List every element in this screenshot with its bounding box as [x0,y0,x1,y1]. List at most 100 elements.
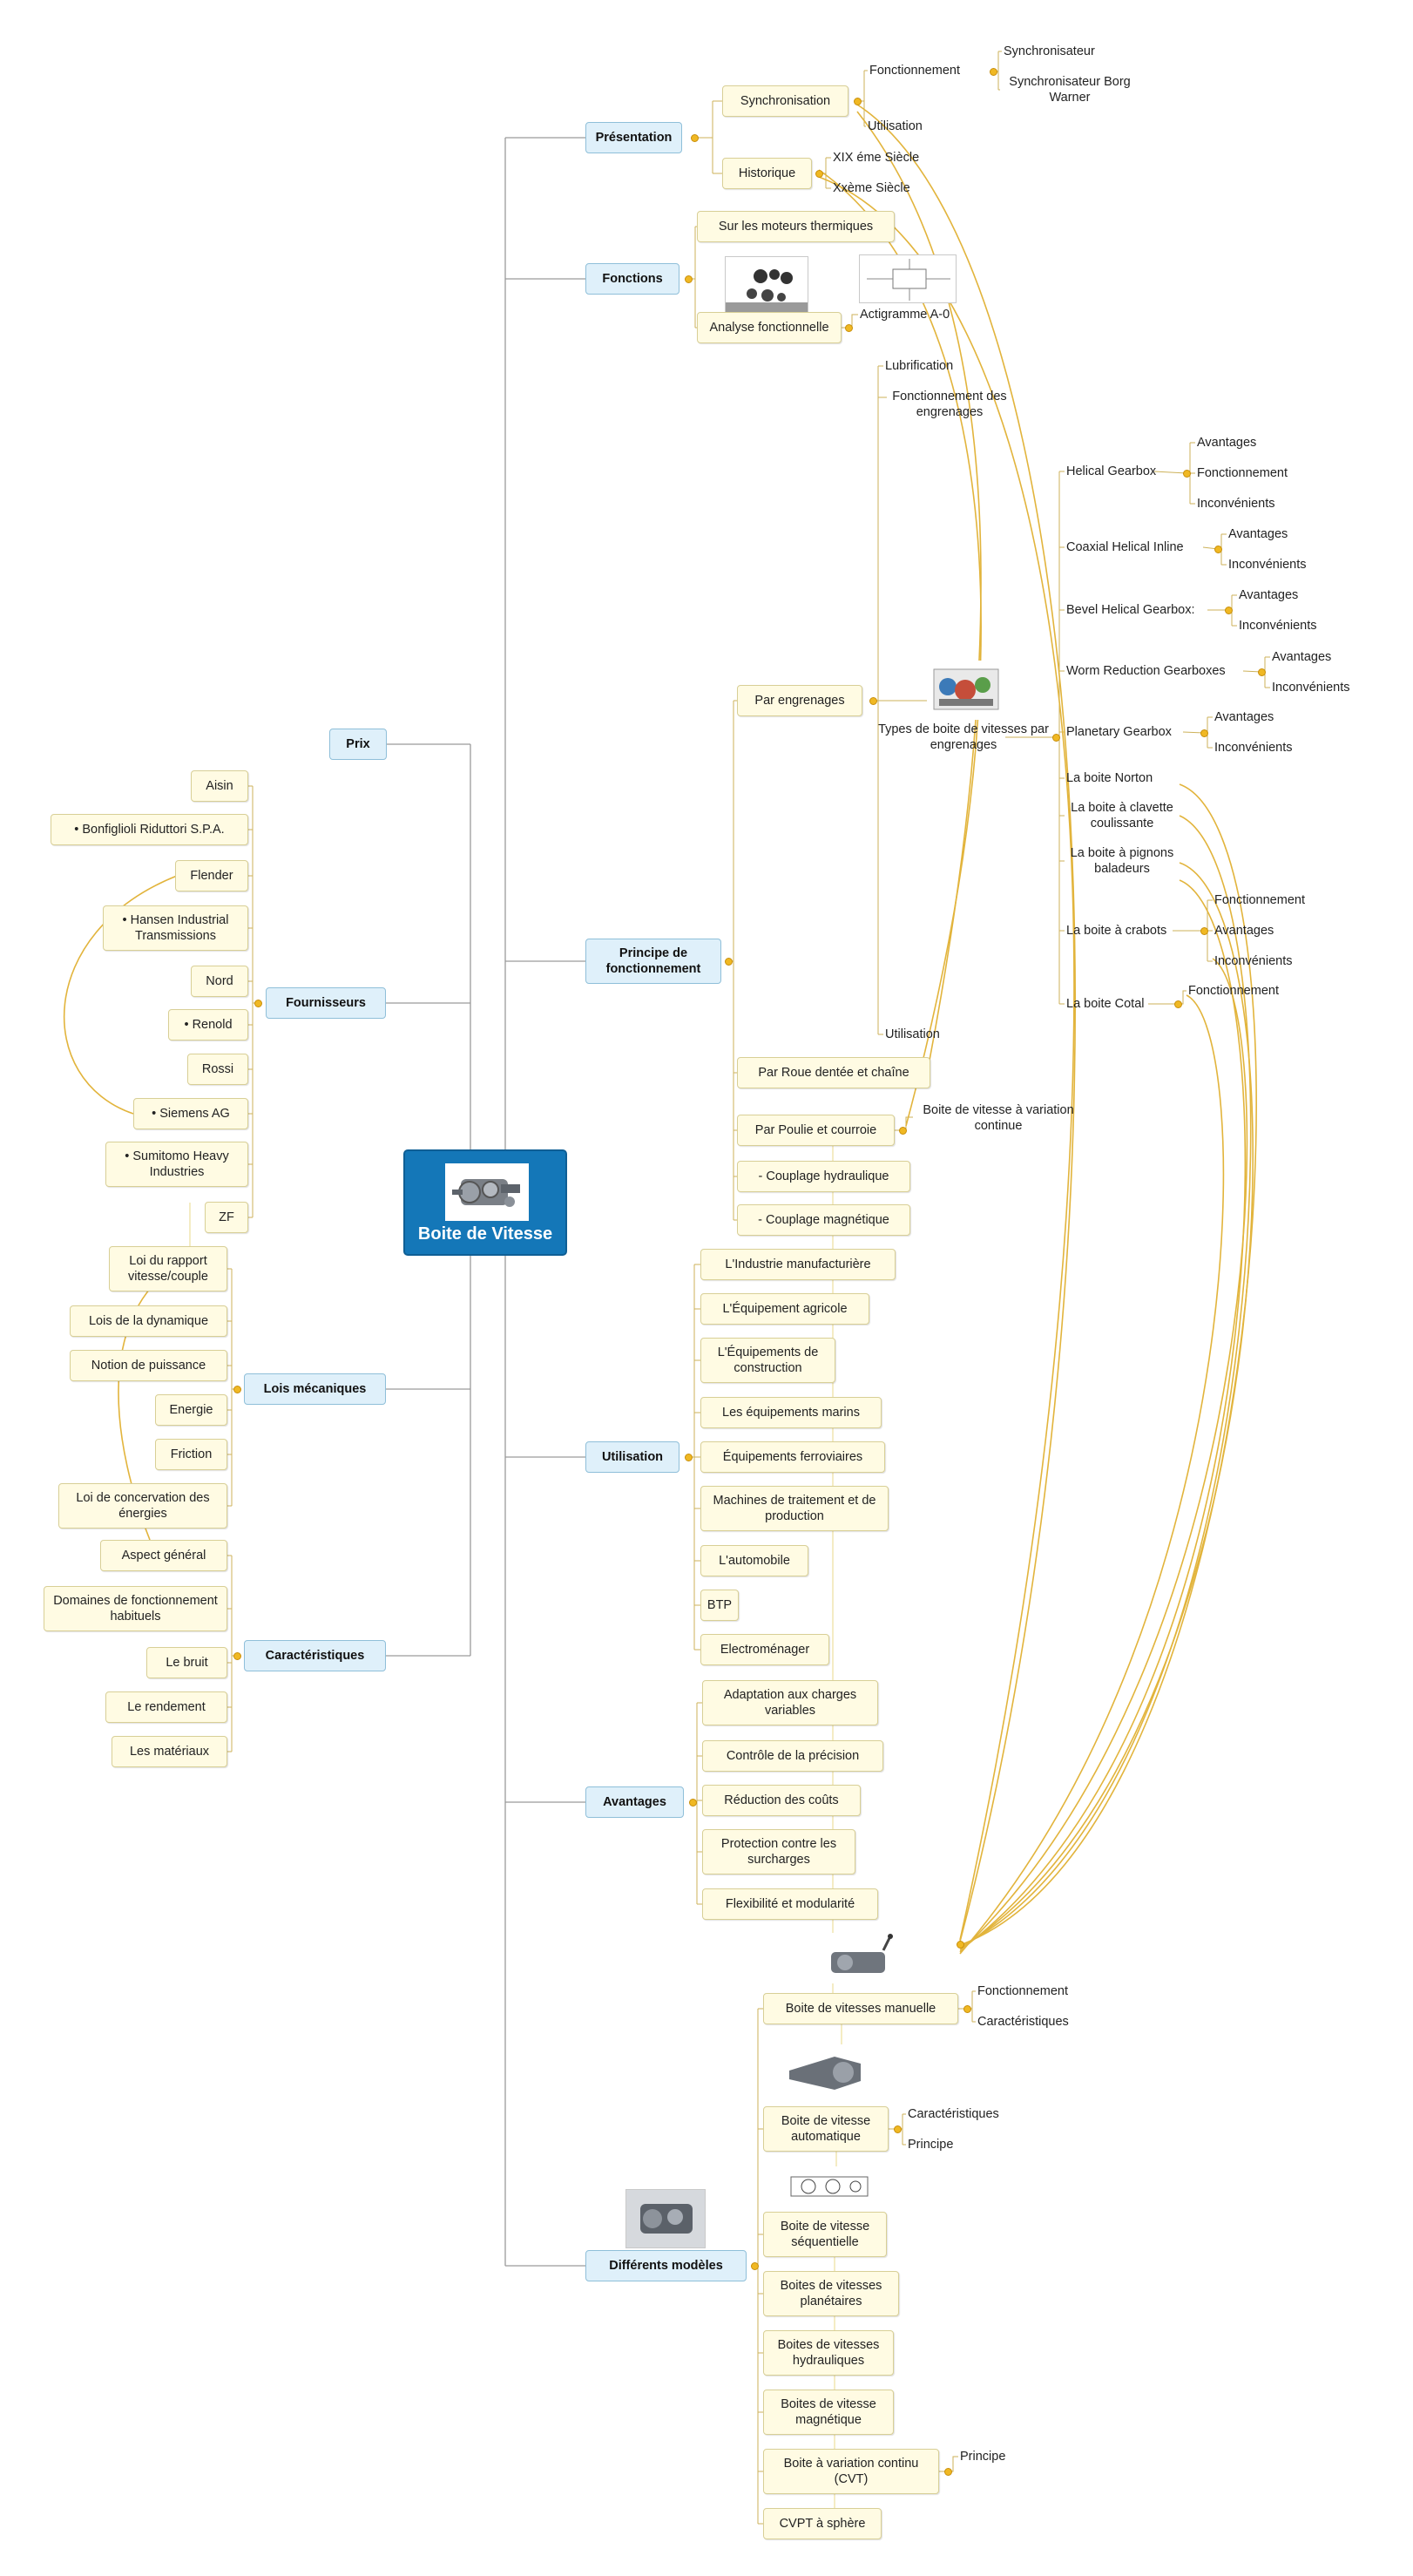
util-industrie[interactable]: L'Industrie manufacturière [700,1249,896,1280]
type-clavette[interactable]: La boite à clavette coulissante [1071,800,1173,830]
notion-puissance[interactable]: Notion de puissance [70,1350,227,1381]
expand-dot[interactable] [1200,729,1208,737]
fournisseur-nord[interactable]: Nord [191,966,248,997]
couplage-hydraulique-node[interactable]: - Couplage hydraulique [737,1161,910,1192]
expand-dot[interactable] [254,999,262,1007]
branch-modeles[interactable]: Différents modèles [585,2250,747,2281]
expand-dot[interactable] [724,957,733,966]
type-worm[interactable]: Worm Reduction Gearboxes [1066,663,1226,678]
type-helical-inconvenients[interactable]: Inconvénients [1197,496,1275,511]
avantage-surcharges[interactable]: Protection contre les surcharges [702,1829,855,1874]
fournisseur-sumitomo[interactable]: • Sumitomo Heavy Industries [105,1142,248,1187]
type-pignons[interactable]: La boite à pignons baladeurs [1070,845,1174,876]
expand-dot[interactable] [989,67,997,76]
expand-dot[interactable] [688,1798,697,1807]
synchronisateur-label[interactable]: Synchronisateur [1004,44,1095,58]
type-bevel-inconvenients[interactable]: Inconvénients [1239,618,1317,633]
automatique-caracteristiques-label[interactable]: Caractéristiques [908,2106,999,2121]
loi-friction[interactable]: Friction [155,1439,227,1470]
fournisseur-renold[interactable]: • Renold [168,1009,248,1041]
fournisseur-zf[interactable]: ZF [205,1202,248,1233]
carac-domaines[interactable]: Domaines de fonctionnement habituels [44,1586,227,1631]
expand-dot[interactable] [898,1126,907,1135]
type-bevel-avantages[interactable]: Avantages [1239,587,1299,602]
branch-lois[interactable]: Lois mécaniques [244,1373,386,1405]
carac-bruit[interactable]: Le bruit [146,1647,227,1678]
avantage-couts[interactable]: Réduction des coûts [702,1785,861,1816]
analyse-fonctionnelle-node[interactable]: Analyse fonctionnelle [697,312,842,343]
expand-dot[interactable] [943,2467,952,2476]
util-marins[interactable]: Les équipements marins [700,1397,882,1428]
branch-fonctions[interactable]: Fonctions [585,263,679,295]
type-worm-avantages[interactable]: Avantages [1272,649,1332,664]
principe-utilisation-label[interactable]: Utilisation [885,1027,940,1041]
type-crabots-fonctionnement[interactable]: Fonctionnement [1214,892,1305,907]
xx-siecle-label[interactable]: Xxème Siècle [833,180,910,195]
type-cotal[interactable]: La boite Cotal [1066,996,1145,1011]
type-coaxial-inconvenients[interactable]: Inconvénients [1228,557,1307,572]
poulie-courroie-node[interactable]: Par Poulie et courroie [737,1115,895,1146]
variation-continue-label[interactable]: Boite de vitesse à variation continue [923,1102,1074,1133]
fournisseur-bonfiglioli[interactable]: • Bonfiglioli Riduttori S.P.A. [51,814,248,845]
synchro-utilisation-label[interactable]: Utilisation [868,119,923,133]
fournisseur-flender[interactable]: Flender [175,860,248,891]
expand-dot[interactable] [893,2125,902,2133]
loi-energie[interactable]: Energie [155,1394,227,1426]
expand-dot[interactable] [963,2004,971,2013]
type-crabots-inconvenients[interactable]: Inconvénients [1214,953,1293,968]
modele-planetaires[interactable]: Boites de vitesses planétaires [763,2271,899,2316]
actigramme-label[interactable]: Actigramme A-0 [860,307,950,322]
expand-dot[interactable] [844,323,853,332]
expand-dot[interactable] [853,97,862,105]
par-engrenages-node[interactable]: Par engrenages [737,685,862,716]
branch-utilisation[interactable]: Utilisation [585,1441,679,1473]
fonctionnement-engrenages-label[interactable]: Fonctionnement des engrenages [892,389,1007,419]
expand-dot[interactable] [684,1453,693,1461]
loi-rapport[interactable]: Loi du rapport vitesse/couple [109,1246,227,1291]
modele-cvt[interactable]: Boite à variation continu (CVT) [763,2449,939,2494]
type-crabots[interactable]: La boite à crabots [1066,923,1167,938]
expand-dot[interactable] [233,1385,241,1393]
type-planetary[interactable]: Planetary Gearbox [1066,724,1172,739]
xix-siecle-label[interactable]: XIX éme Siècle [833,150,920,165]
type-helical[interactable]: Helical Gearbox [1066,464,1157,478]
branch-prix[interactable]: Prix [329,729,387,760]
branch-caracteristiques[interactable]: Caractéristiques [244,1640,386,1671]
expand-dot[interactable] [1200,926,1208,935]
type-planetary-avantages[interactable]: Avantages [1214,709,1274,724]
type-planetary-inconvenients[interactable]: Inconvénients [1214,740,1293,755]
expand-dot[interactable] [750,2261,759,2270]
modele-manuelle[interactable]: Boite de vitesses manuelle [763,1993,958,2024]
types-engrenages-node[interactable]: Types de boite de vitesses par engrenage… [878,722,1049,752]
type-coaxial-avantages[interactable]: Avantages [1228,526,1288,541]
lubrification-label[interactable]: Lubrification [885,358,954,373]
branch-avantages[interactable]: Avantages [585,1786,684,1818]
fournisseur-siemens[interactable]: • Siemens AG [133,1098,248,1129]
expand-dot[interactable] [869,696,877,705]
expand-dot[interactable] [1257,668,1266,676]
carac-aspect[interactable]: Aspect général [100,1540,227,1571]
avantage-adaptation[interactable]: Adaptation aux charges variables [702,1680,878,1725]
branch-fournisseurs[interactable]: Fournisseurs [266,987,386,1019]
modele-sequentielle[interactable]: Boite de vitesse séquentielle [763,2212,887,2257]
util-machines[interactable]: Machines de traitement et de production [700,1486,889,1531]
fournisseur-hansen[interactable]: • Hansen Industrial Transmissions [103,905,248,951]
type-helical-fonctionnement[interactable]: Fonctionnement [1197,465,1288,480]
avantage-flexibilite[interactable]: Flexibilité et modularité [702,1888,878,1920]
util-btp[interactable]: BTP [700,1590,739,1621]
expand-dot[interactable] [956,1940,964,1949]
moteurs-thermiques-node[interactable]: Sur les moteurs thermiques [697,211,895,242]
expand-dot[interactable] [1173,1000,1182,1008]
expand-dot[interactable] [1214,545,1222,553]
automatique-principe-label[interactable]: Principe [908,2137,954,2152]
type-norton[interactable]: La boite Norton [1066,770,1153,785]
modele-magnetique[interactable]: Boites de vitesse magnétique [763,2390,894,2435]
synchronisation-node[interactable]: Synchronisation [722,85,848,117]
manuelle-caracteristiques-label[interactable]: Caractéristiques [977,2014,1069,2029]
loi-dynamique[interactable]: Lois de la dynamique [70,1305,227,1337]
util-automobile[interactable]: L'automobile [700,1545,808,1576]
loi-conservation[interactable]: Loi de concervation des énergies [58,1483,227,1529]
carac-materiaux[interactable]: Les matériaux [112,1736,227,1767]
expand-dot[interactable] [1182,469,1191,478]
type-coaxial[interactable]: Coaxial Helical Inline [1066,539,1184,554]
